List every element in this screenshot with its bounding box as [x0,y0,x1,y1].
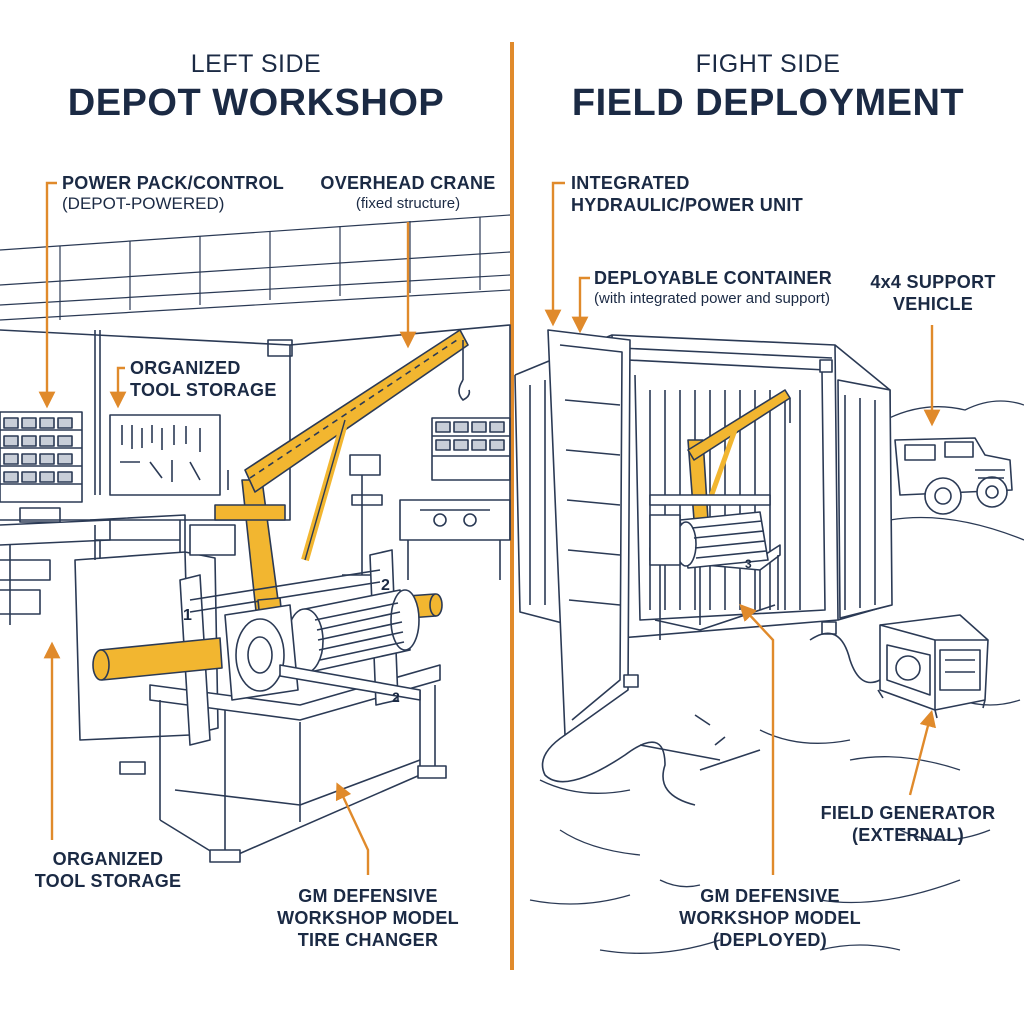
label-support-vehicle: 4x4 SUPPORT VEHICLE [858,271,1008,315]
field-generator [877,614,989,719]
wheel-hub-assembly [224,589,421,701]
label-tool-storage-top-line1: ORGANIZED [130,358,241,378]
support-vehicle [894,437,1013,515]
power-cable [541,632,881,806]
overhead-crane [214,329,471,631]
label-tire-changer: GM DEFENSIVE WORKSHOP MODEL TIRE CHANGER [268,885,468,951]
left-supertitle: LEFT SIDE [190,50,322,78]
label-tool-storage-bottom-line2: TOOL STORAGE [34,871,182,891]
label-support-vehicle-line1: 4x4 SUPPORT [870,272,996,292]
label-field-generator: FIELD GENERATOR (EXTERNAL) [818,802,998,846]
frame-marker-2b: 2 [392,689,400,705]
right-supertitle: FIGHT SIDE [695,50,841,78]
label-tool-storage-top: ORGANIZED TOOL STORAGE [130,357,277,401]
label-tire-changer-line3: TIRE CHANGER [297,930,439,950]
frame-markers: 1 2 2 3 [183,557,752,705]
label-hydraulic-unit-line1: INTEGRATED [571,173,690,193]
label-tire-changer-line2: WORKSHOP MODEL [277,908,459,928]
label-container-line: DEPLOYABLE CONTAINER [594,268,833,288]
frame-marker-3: 3 [745,557,752,571]
label-hydraulic-unit-line2: HYDRAULIC/POWER UNIT [571,195,803,215]
label-field-generator-line1: FIELD GENERATOR [820,803,996,823]
label-power-pack: POWER PACK/CONTROL [62,172,284,194]
label-container: DEPLOYABLE CONTAINER [594,267,832,289]
label-overhead-crane-line: OVERHEAD CRANE [320,173,496,193]
label-support-vehicle-line2: VEHICLE [892,294,974,314]
label-power-pack-sub: (DEPOT-POWERED) [62,194,225,213]
frame-marker-2a: 2 [381,577,390,594]
callout-arrows [38,181,941,875]
deployed-tire-changer [649,494,781,640]
field-deployment-illustration [514,329,1024,954]
label-tire-changer-line1: GM DEFENSIVE [298,886,438,906]
label-deployed-model-line1: GM DEFENSIVE [700,886,840,906]
label-tool-storage-bottom-line1: ORGANIZED [52,849,164,869]
label-field-generator-line2: (EXTERNAL) [852,825,964,845]
ceiling-grid [0,214,511,321]
label-power-pack-line: POWER PACK/CONTROL [62,173,285,193]
lathe [399,499,511,580]
label-tool-storage-top-line2: TOOL STORAGE [130,380,277,400]
label-deployed-model-line2: WORKSHOP MODEL [679,908,861,928]
drill-press [342,454,383,576]
frame-marker-1: 1 [183,607,192,624]
left-title: DEPOT WORKSHOP [67,82,445,124]
parts-bins-right [431,417,511,481]
tool-pegboard [109,414,221,496]
parts-bins-left [0,411,83,503]
label-container-sub: (with integrated power and support) [594,290,830,307]
depot-workshop-illustration [0,214,511,863]
label-deployed-model: GM DEFENSIVE WORKSHOP MODEL (DEPLOYED) [670,885,870,951]
label-deployed-model-line3: (DEPLOYED) [712,930,827,950]
label-hydraulic-unit: INTEGRATED HYDRAULIC/POWER UNIT [571,172,803,216]
terrain [529,400,1024,954]
label-overhead-crane-sub: (fixed structure) [355,195,461,212]
label-overhead-crane: OVERHEAD CRANE [318,172,498,194]
right-title: FIELD DEPLOYMENT [571,82,965,124]
ground-tools [639,714,761,771]
label-tool-storage-bottom: ORGANIZED TOOL STORAGE [18,848,198,892]
